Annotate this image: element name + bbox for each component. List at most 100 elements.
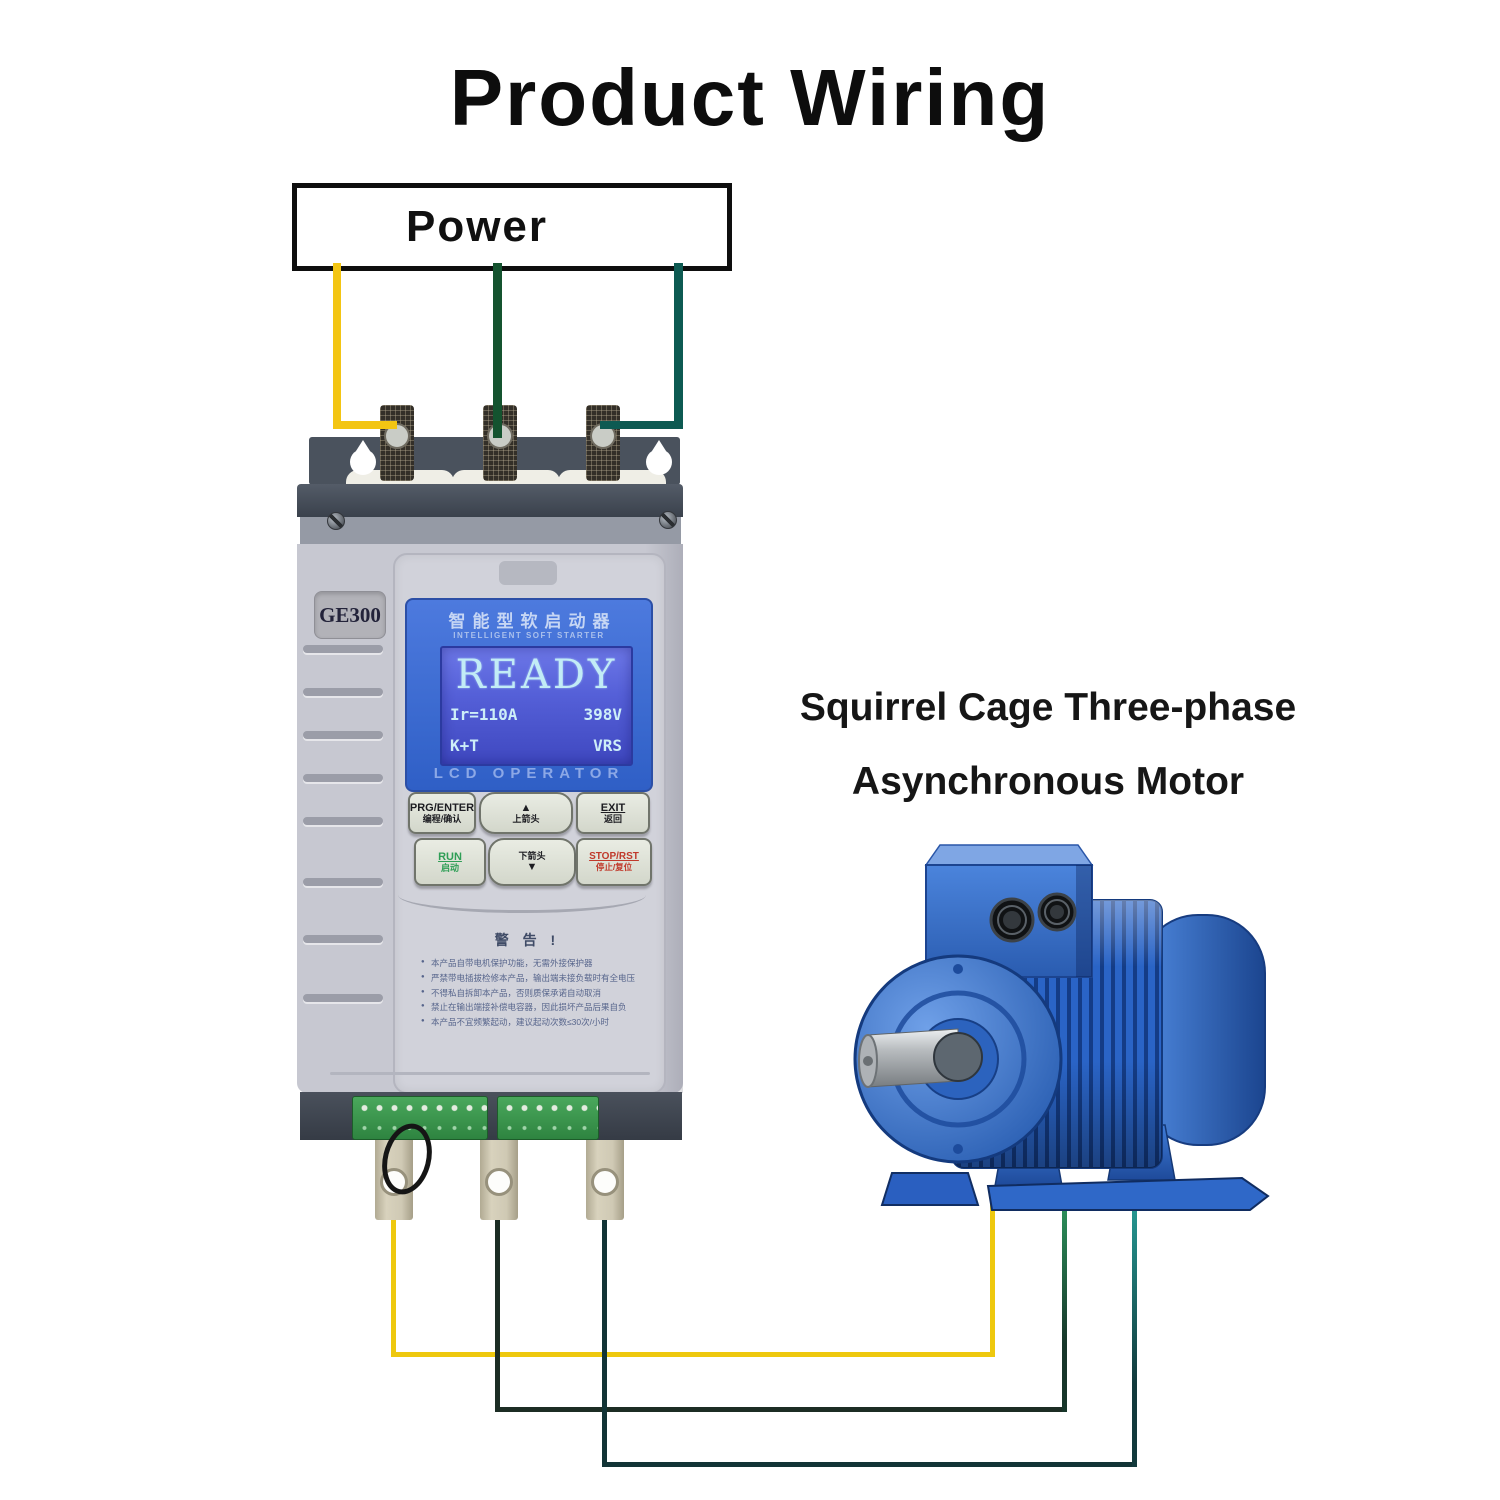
output-wire-teal-vertical [602, 1190, 607, 1467]
stop-rst-label-cn: 停止/复位 [595, 861, 633, 872]
cable-gland-2-ring [1044, 899, 1070, 925]
vent-slot [303, 935, 383, 943]
page-title: Product Wiring [449, 53, 1051, 142]
input-terminal-lug-2 [483, 405, 517, 481]
up-arrow-icon: ▲ [520, 801, 532, 814]
warning-item: 严禁带电插拔检修本产品，输出端未接负载时有全电压 [421, 972, 649, 985]
warning-item: 本产品不宜频繁起动，建议起动次数≤30次/小时 [421, 1016, 649, 1029]
body-bottom-groove [330, 1072, 650, 1075]
prg-enter-label-cn: 编程/确认 [422, 814, 462, 825]
lcd-mode-value: K+T [450, 736, 479, 755]
vent-slot [303, 731, 383, 739]
prg-enter-button: PRG/ENTER 编程/确认 [408, 792, 476, 834]
input-wire-yellow-horizontal [333, 421, 397, 429]
warning-item: 本产品自带电机保护功能，无需外接保护器 [421, 957, 649, 970]
output-wire-teal-horizontal [602, 1462, 1137, 1467]
output-wire-green-vertical [495, 1190, 500, 1412]
output-wire-green-horizontal [495, 1407, 1067, 1412]
model-label: GE300 [314, 591, 386, 639]
model-label-text: GE300 [319, 602, 381, 627]
exit-label-cn: 返回 [603, 814, 622, 825]
vent-slot [303, 645, 383, 653]
input-terminal-lug-3 [586, 405, 620, 481]
front-panel-tab [499, 561, 557, 585]
lcd-row-2: K+T VRS [450, 736, 622, 755]
vent-slot [303, 817, 383, 825]
endcap-bolt-bottom [953, 1144, 963, 1154]
keyhole-left [350, 449, 376, 475]
motor-caption-line1: Squirrel Cage Three-phase [799, 686, 1297, 729]
vent-slot [303, 878, 383, 886]
warning-item: 不得私自拆卸本产品，否则质保承诺自动取消 [421, 987, 649, 1000]
output-wire-green-riser [1062, 1185, 1067, 1412]
output-wire-teal-riser [1132, 1190, 1137, 1467]
run-button: RUN 启动 [414, 838, 486, 886]
terminal-hole [591, 1168, 619, 1196]
input-wire-teal-horizontal [600, 421, 683, 429]
output-terminal-lug-2 [480, 1128, 518, 1220]
panel-arc-groove [398, 894, 646, 913]
input-terminal-lug-1 [380, 405, 414, 481]
lcd-screen [440, 646, 633, 766]
lcd-status-text: READY [455, 652, 618, 698]
output-terminal-lug-3 [586, 1128, 624, 1220]
cable-gland-1-ring [997, 905, 1027, 935]
warning-title: 警 告 ! [494, 932, 561, 948]
motor-shaft-end-hole [863, 1056, 873, 1066]
stop-rst-label: STOP/RST [589, 851, 639, 863]
down-arrow-label-cn: 下箭头 [518, 850, 546, 861]
keyhole-right-wedge [652, 440, 666, 451]
exit-label: EXIT [600, 801, 626, 814]
input-wire-green-vertical [493, 263, 502, 438]
power-label: Power [405, 202, 549, 251]
output-wire-yellow-riser [990, 1196, 995, 1357]
lcd-vrs-value: VRS [593, 736, 622, 755]
output-terminal-lug-1 [375, 1128, 413, 1220]
keyhole-right [646, 449, 672, 475]
power-source-box: Power [292, 183, 732, 271]
up-arrow-button: ▲ 上箭头 [479, 792, 573, 834]
warning-list: 本产品自带电机保护功能，无需外接保护器 严禁带电插拔检修本产品，输出端未接负载时… [421, 957, 649, 1031]
motor-terminal-box-shade [1076, 865, 1092, 977]
vent-slot [303, 994, 383, 1002]
endcap-bolt-top [953, 964, 963, 974]
vent-slot [303, 774, 383, 782]
lcd-footer-text: LCD OPERATOR [433, 765, 625, 782]
motor-caption: Squirrel Cage Three-phase Asynchronous M… [788, 686, 1308, 804]
starter-mid-band [300, 517, 681, 544]
screw-top-right [659, 511, 677, 529]
motor-base-plate [986, 1176, 1270, 1211]
up-arrow-label-cn: 上箭头 [512, 814, 540, 825]
run-label: RUN [438, 850, 462, 863]
motor-caption-line2: Asynchronous Motor [851, 760, 1245, 803]
keyhole-left-wedge [356, 440, 370, 451]
down-arrow-button: 下箭头 ▼ [488, 838, 576, 886]
motor-terminal-box-top [924, 844, 1094, 866]
output-wire-yellow-horizontal [391, 1352, 995, 1357]
output-wire-yellow-vertical [391, 1190, 396, 1357]
run-label-cn: 启动 [440, 863, 459, 874]
motor-image [853, 844, 1270, 1211]
lcd-voltage-value: 398V [583, 705, 622, 724]
cable-gland-2-core [1050, 905, 1064, 919]
lcd-row-1: Ir=110A 398V [450, 705, 622, 724]
vent-slot [303, 688, 383, 696]
warning-item: 禁止在输出端接补偿电容器，因此损坏产品后果自负 [421, 1001, 649, 1014]
cable-gland-1-core [1003, 911, 1021, 929]
exit-button: EXIT 返回 [576, 792, 650, 834]
terminal-hole [380, 1168, 408, 1196]
control-terminal-block-1 [352, 1096, 488, 1140]
down-arrow-icon: ▼ [526, 860, 538, 873]
lcd-header-chinese: 智能型软启动器 [448, 612, 617, 631]
control-terminal-block-2 [497, 1096, 599, 1140]
screw-top-left [327, 512, 345, 530]
lcd-header-english: INTELLIGENT SOFT STARTER [453, 631, 605, 640]
prg-enter-label: PRG/ENTER [409, 801, 475, 814]
input-wire-yellow-vertical [333, 263, 341, 429]
stop-rst-button: STOP/RST 停止/复位 [576, 838, 652, 886]
terminal-hole [485, 1168, 513, 1196]
starter-top-band [297, 484, 683, 517]
input-wire-teal-vertical [674, 263, 683, 429]
lcd-current-value: Ir=110A [450, 705, 518, 724]
